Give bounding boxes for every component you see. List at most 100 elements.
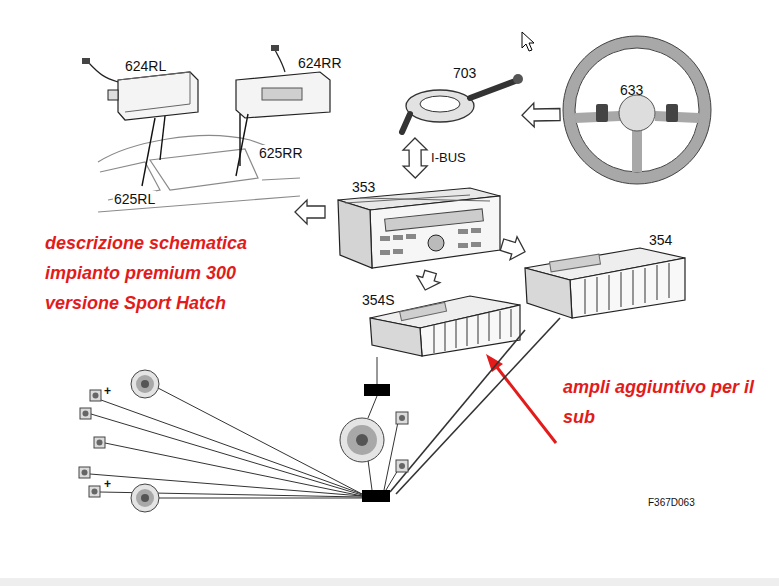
wire [101,400,362,494]
hollow-arrow [295,200,325,224]
tweeter-dome [399,415,405,421]
radio-button [393,235,403,240]
speaker-cone [141,380,149,388]
part-number: 625RL [113,191,156,207]
leader-line [142,118,155,186]
radio-buttons [380,228,481,255]
polarity-mark: + [104,478,111,490]
amplifier-side [370,318,422,356]
stalk [402,114,410,132]
speaker-cone [141,494,149,502]
amplifier: 354 [525,232,685,318]
hollow-arrow [500,237,525,260]
wire [377,357,378,384]
wire [368,460,372,490]
tweeter [79,467,90,478]
steering-column-switch [406,90,474,122]
speaker-cone [136,375,154,393]
amplifier: 354S [358,290,522,358]
tweeter [80,408,91,419]
radio-knob [428,235,444,251]
radio-button [393,249,403,254]
wire [390,330,525,492]
amplifier-label [400,302,447,320]
tweeter [396,460,408,472]
amplifier-side [525,268,572,318]
radio-button [380,236,390,241]
wire [159,498,362,499]
connector-block [362,490,390,502]
speaker-cone [136,489,154,507]
speaker [131,484,159,512]
tweeter [90,390,101,401]
radio-front [370,196,500,268]
speaker-cone [347,425,377,455]
wire [386,470,398,490]
speaker-cone [356,434,368,446]
radio-button [406,234,416,239]
radio-unit: 353 [332,178,502,272]
wheel-buttons [666,104,678,122]
module-wire [88,62,118,82]
radio-button [380,250,390,255]
bus-label: I-BUS [429,150,468,165]
speaker-wiring [90,318,560,498]
callout-number: 633 [620,82,643,98]
connector [271,45,279,51]
speaker-cone [131,484,159,512]
callout-number: 354 [649,232,672,248]
wheel-hub [619,95,655,131]
radio-display [385,209,484,231]
wire [368,396,377,418]
callout-arrowhead [486,354,503,372]
tweeter-domes [82,393,406,495]
mouse-cursor [522,32,534,51]
polarity-mark: + [104,385,111,397]
hollow-arrow [417,270,440,290]
antenna-module [118,72,198,120]
antenna-module: 624RR [232,50,355,125]
part-number: 625RR [258,145,304,161]
speaker-cone [340,418,384,462]
radio-button [471,242,481,247]
wire [90,474,362,496]
radio-button [458,229,468,234]
module-label-plate [262,88,302,100]
wheel-outline [575,48,699,172]
note: descrizione schematica impianto premium … [45,228,295,318]
car-tail-line [262,178,300,180]
tweeter [94,437,105,448]
tweeter [89,486,100,497]
speaker [131,370,159,398]
wire [384,422,398,490]
radio-detail [360,198,490,201]
speaker-cone [131,370,159,398]
amplifier-label [550,254,601,272]
connector-block [364,384,390,396]
callout-number: 354S [362,292,395,308]
steering-wheel [569,42,705,178]
tweeter-dome [399,463,405,469]
heatsink-fins [585,263,669,314]
tweeter-dome [82,470,88,476]
antenna-module: 624RL [85,55,200,135]
switch-hub [420,96,460,112]
wheel-spoke [632,128,642,172]
wire [91,414,362,495]
tweeter-dome [83,411,89,417]
figure-code: F367D063 [648,497,695,509]
steering-wheel: 633 [560,35,715,185]
callout-number: 703 [453,65,476,81]
radio-side [338,200,372,268]
wire [396,318,560,494]
callout-number: 353 [352,179,375,195]
note: ampli aggiuntivo per il sub [563,372,758,432]
stalk-knob [513,74,523,84]
module-edge [118,72,190,112]
module-bracket [108,90,118,100]
wheel-outline [563,36,711,184]
leader-line [160,116,165,160]
heatsink-fins [434,309,511,353]
tweeter-dome [92,489,98,495]
tweeter-dome [97,440,103,446]
